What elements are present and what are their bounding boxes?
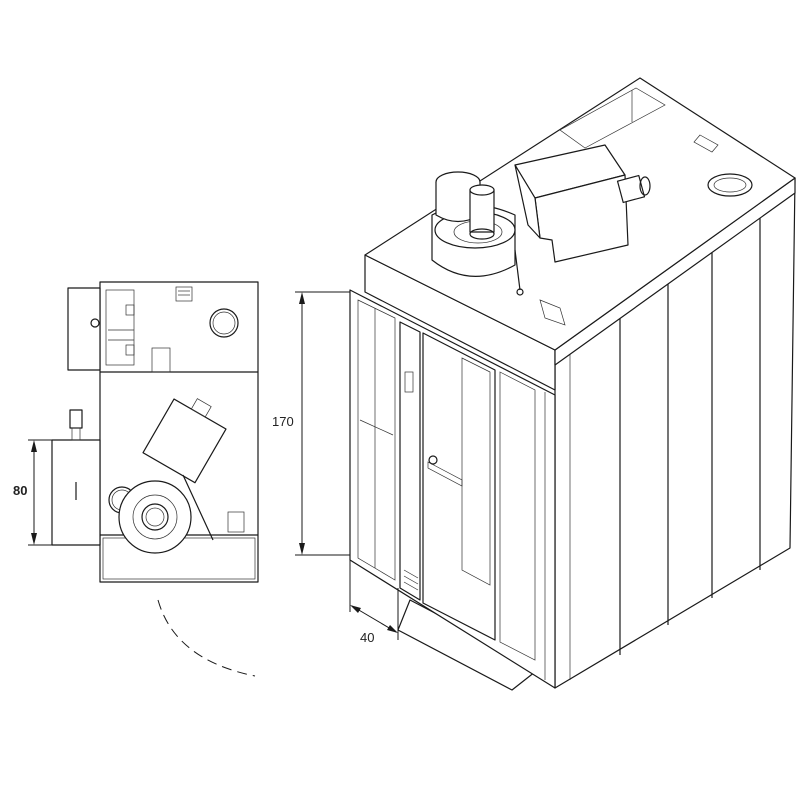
plan-view: 80 xyxy=(13,281,259,677)
door-swing-arc xyxy=(157,599,256,677)
dimension-label-40: 40 xyxy=(360,630,374,645)
side-unit xyxy=(67,287,101,371)
plan-outline xyxy=(99,281,259,583)
fan-motor xyxy=(616,174,646,204)
dimension-label-80: 80 xyxy=(13,483,27,498)
top-vent-hole xyxy=(707,173,753,197)
door-window xyxy=(461,357,491,586)
plan-control-box xyxy=(142,398,227,484)
plan-vent-hole xyxy=(209,308,239,338)
isometric-view: 170 40 xyxy=(272,77,796,691)
dimension-label-170: 170 xyxy=(272,414,294,429)
plan-fan xyxy=(118,480,192,554)
oven-door xyxy=(422,332,496,641)
door-handle[interactable] xyxy=(427,461,463,487)
control-panel xyxy=(399,321,421,601)
